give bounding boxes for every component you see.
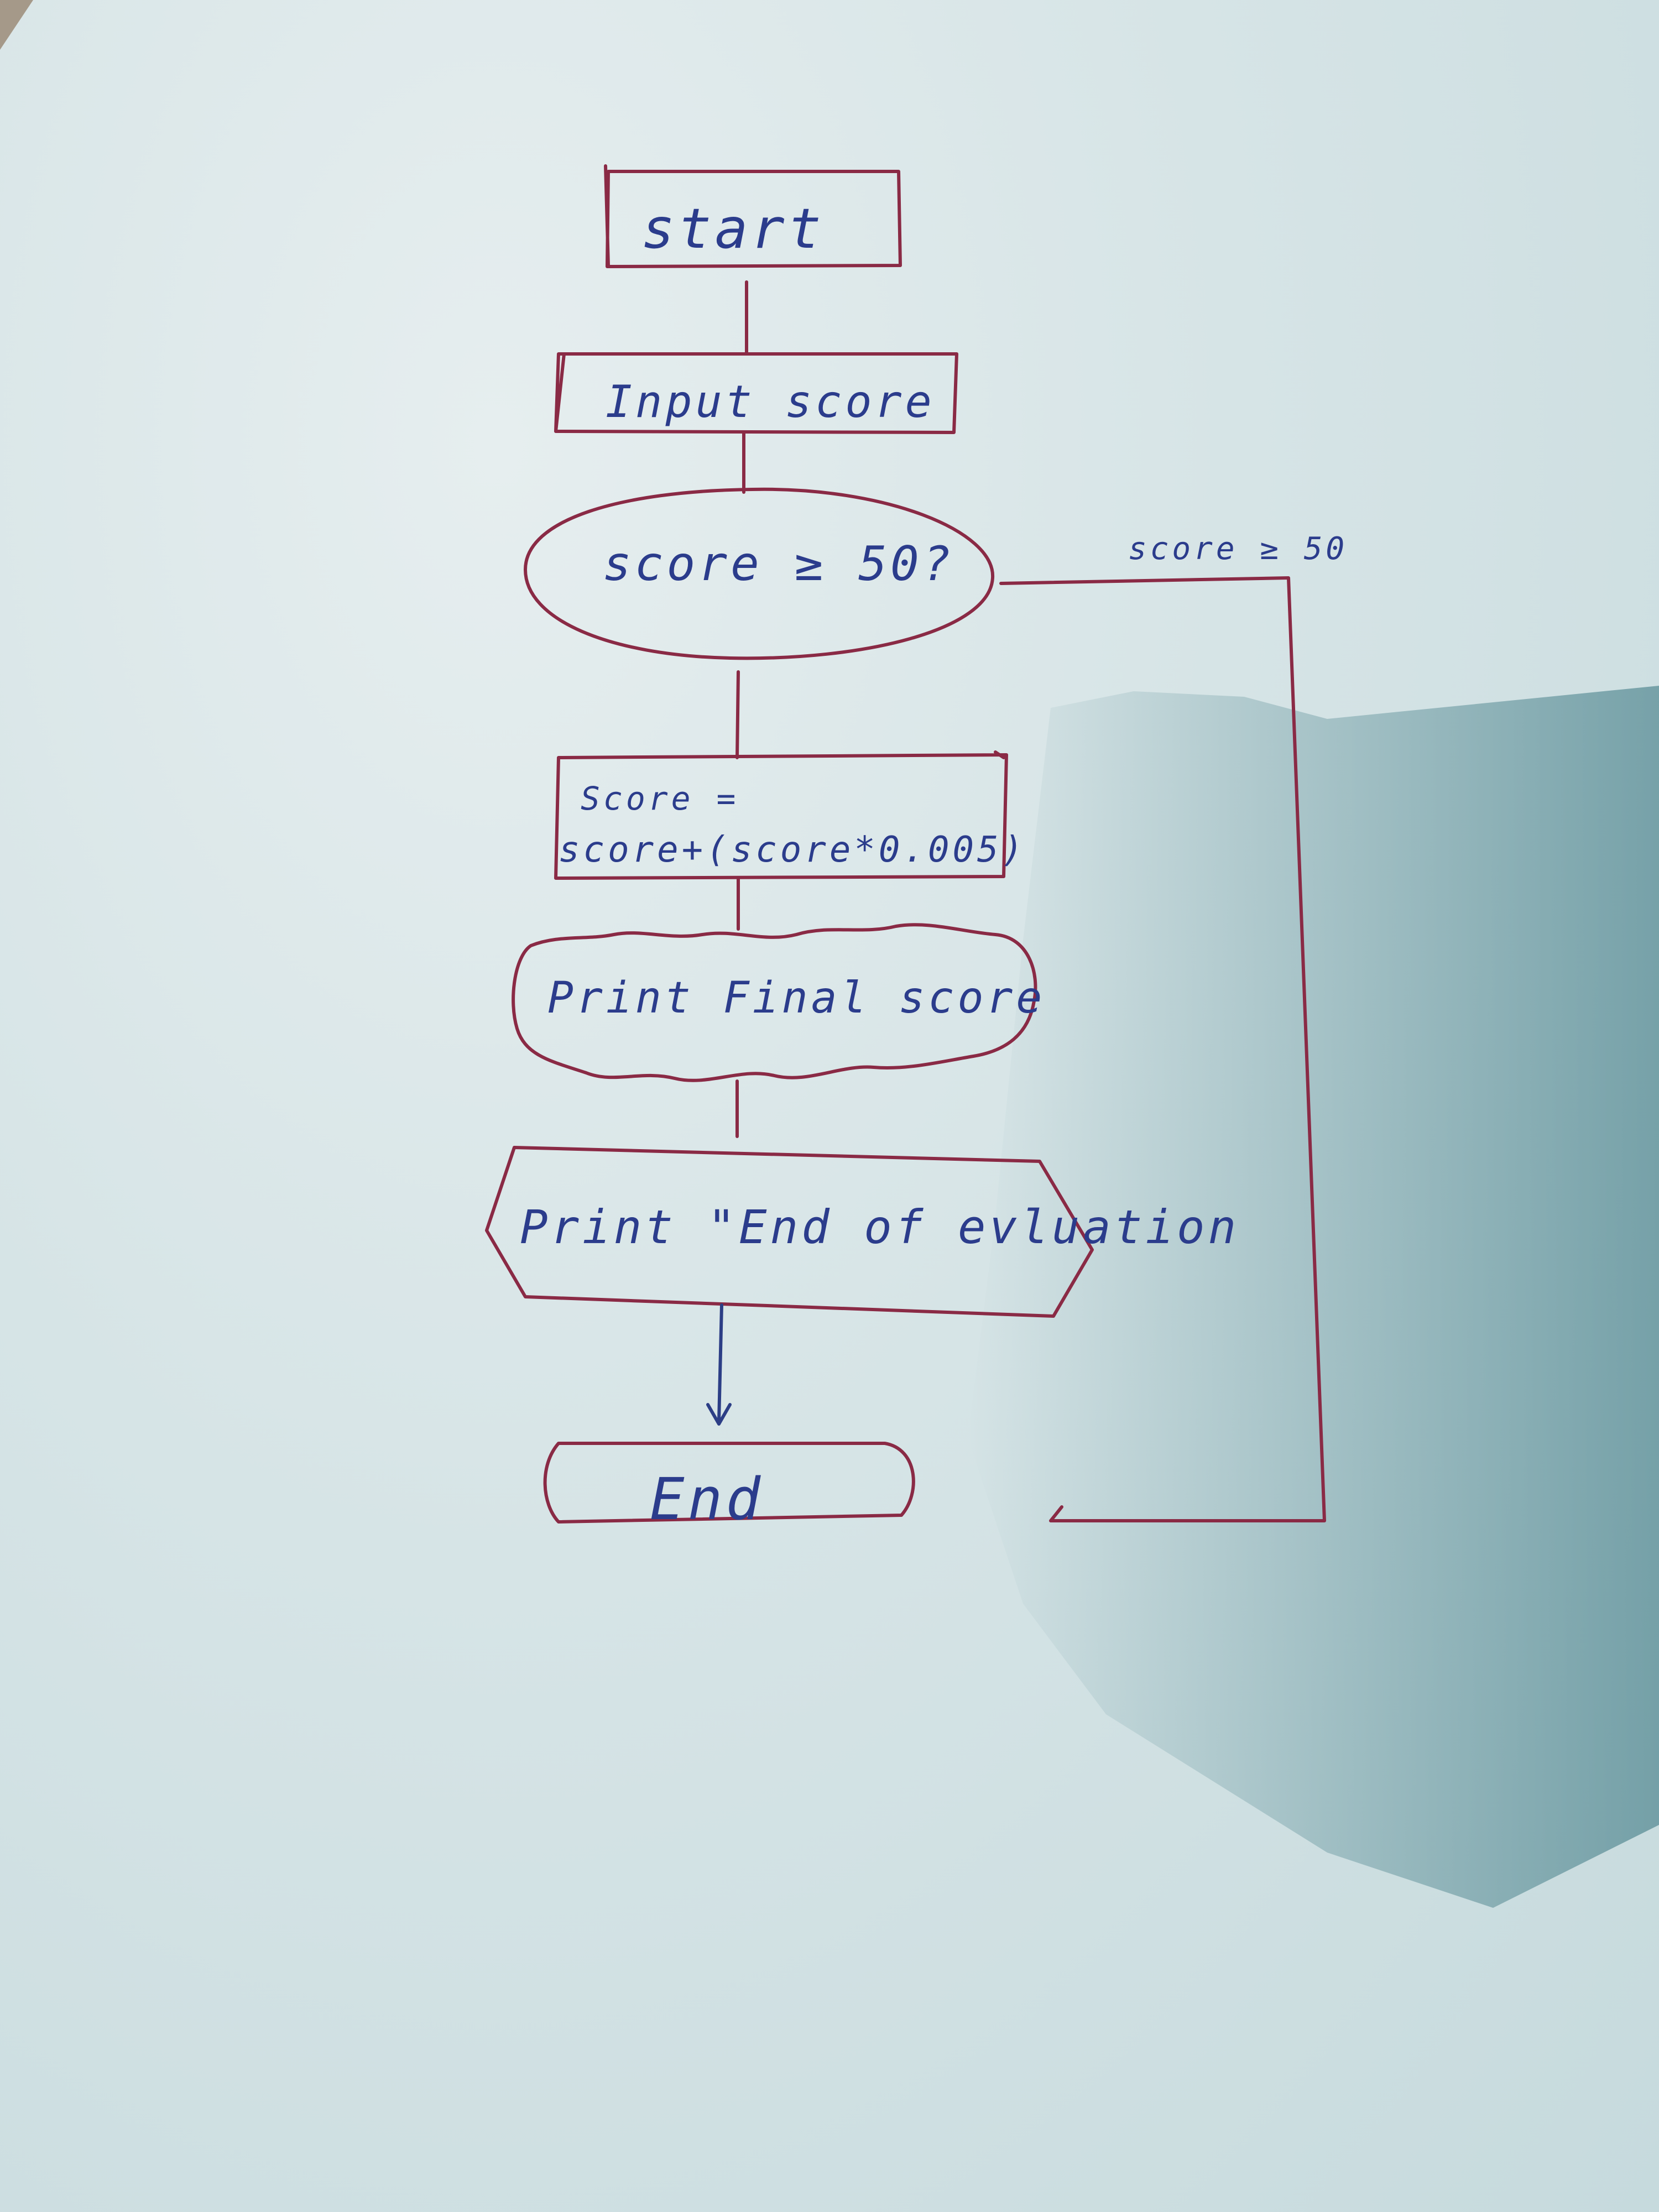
- decision-label: score ≥ 50?: [603, 536, 954, 592]
- start-label: start: [641, 196, 825, 261]
- branch-label: score ≥ 50: [1128, 531, 1348, 567]
- end-label: End: [650, 1465, 764, 1533]
- end-terminal: [543, 1442, 915, 1524]
- arrow-to-end: [706, 1303, 732, 1426]
- start-box: [604, 164, 902, 268]
- calc-box: [554, 750, 1008, 880]
- print-end-label: Print "End of evluation: [520, 1200, 1240, 1254]
- branch-line: [999, 576, 1326, 1522]
- calc-label-line1: Score =: [581, 780, 739, 817]
- print-end-hexagon: [485, 1146, 1094, 1318]
- connector-decision-calc: [735, 670, 740, 759]
- print-final-cloud: [512, 923, 1037, 1082]
- input-label: Input score: [606, 376, 935, 427]
- input-box: [554, 352, 958, 434]
- decision-ellipse: [524, 487, 995, 660]
- calc-label-line2: score+(score*0.005): [559, 830, 1027, 870]
- print-final-label: Print Final score: [547, 973, 1046, 1023]
